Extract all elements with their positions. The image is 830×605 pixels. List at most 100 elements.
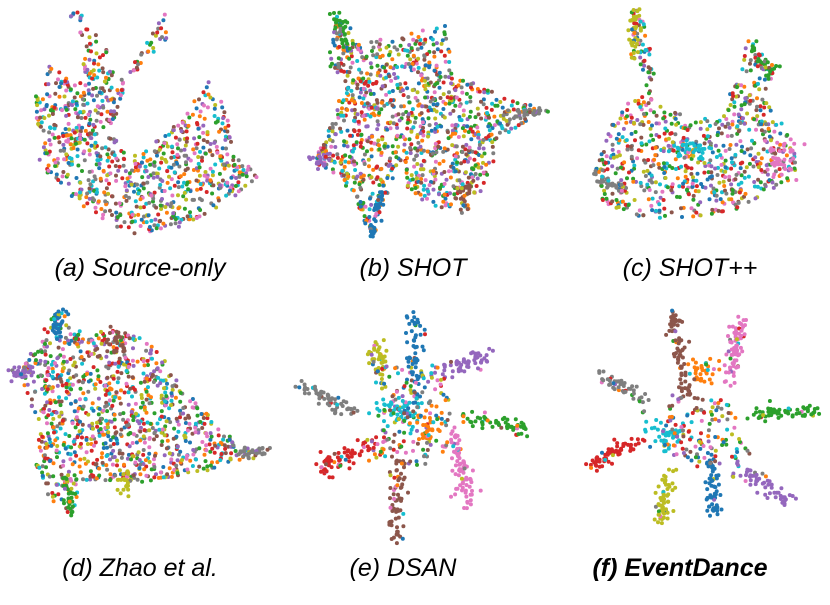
data-point xyxy=(46,492,50,497)
data-point xyxy=(181,411,186,416)
data-point xyxy=(94,39,99,44)
data-point xyxy=(442,115,447,120)
data-point xyxy=(57,94,62,99)
data-point xyxy=(401,112,406,117)
data-point xyxy=(394,155,399,160)
data-point xyxy=(182,153,187,158)
data-point xyxy=(646,197,651,202)
data-point xyxy=(332,451,337,456)
data-point xyxy=(349,407,354,412)
data-point xyxy=(102,79,107,84)
data-point xyxy=(463,490,468,495)
data-point xyxy=(683,174,688,179)
data-point xyxy=(405,48,410,53)
data-point xyxy=(56,178,61,182)
data-point xyxy=(669,188,674,193)
data-point xyxy=(470,409,475,414)
data-point xyxy=(759,156,764,161)
data-point xyxy=(58,426,63,431)
data-point xyxy=(12,373,17,378)
data-point xyxy=(382,435,386,440)
data-point xyxy=(73,399,78,404)
data-point xyxy=(468,95,473,100)
data-point xyxy=(185,214,190,219)
data-point xyxy=(635,37,640,42)
data-point xyxy=(757,76,762,81)
data-point xyxy=(463,170,468,175)
data-point xyxy=(108,478,113,483)
data-point xyxy=(486,160,491,165)
data-point xyxy=(203,459,208,464)
data-point xyxy=(228,185,233,190)
data-point xyxy=(457,462,462,467)
data-point xyxy=(134,411,138,416)
data-point xyxy=(651,163,656,168)
data-point xyxy=(50,374,55,379)
data-point xyxy=(75,91,80,96)
data-point xyxy=(99,341,104,346)
data-point xyxy=(713,143,718,148)
data-point xyxy=(38,373,43,378)
data-point xyxy=(426,379,431,384)
data-point xyxy=(98,90,102,95)
data-point xyxy=(68,142,73,147)
data-point xyxy=(418,167,423,172)
data-point xyxy=(103,199,108,204)
data-point xyxy=(774,162,779,166)
data-point xyxy=(146,385,150,390)
data-point xyxy=(364,54,369,59)
data-point xyxy=(126,487,131,492)
data-point xyxy=(83,128,88,133)
data-point xyxy=(605,167,610,172)
data-point xyxy=(72,409,77,414)
data-point xyxy=(620,135,625,140)
data-point xyxy=(22,383,27,388)
data-point xyxy=(461,470,466,475)
data-point xyxy=(118,96,123,101)
data-point xyxy=(644,142,649,147)
data-point xyxy=(355,408,360,413)
data-point xyxy=(194,146,199,151)
data-point xyxy=(395,133,400,138)
data-point xyxy=(161,151,166,156)
data-point xyxy=(648,178,653,183)
data-point xyxy=(341,98,346,103)
data-point xyxy=(171,125,176,129)
data-point xyxy=(57,70,62,75)
data-point xyxy=(90,401,95,406)
data-point xyxy=(36,122,41,126)
data-point xyxy=(151,175,156,180)
data-point xyxy=(459,362,464,367)
data-point xyxy=(433,146,438,151)
data-point xyxy=(96,374,101,379)
data-point xyxy=(181,194,186,199)
data-point xyxy=(327,137,332,142)
data-point xyxy=(456,83,461,88)
data-point xyxy=(185,428,190,433)
data-point xyxy=(104,454,109,458)
data-point xyxy=(404,170,409,175)
data-point xyxy=(635,118,640,122)
data-point xyxy=(51,461,56,466)
data-point xyxy=(617,153,622,158)
data-point xyxy=(413,365,418,370)
data-point xyxy=(374,80,379,84)
data-point xyxy=(93,140,98,145)
data-point xyxy=(146,363,150,367)
data-point xyxy=(638,122,643,127)
data-point xyxy=(599,152,604,157)
data-point xyxy=(202,173,207,178)
data-point xyxy=(180,458,184,462)
data-point xyxy=(666,136,671,141)
data-point xyxy=(465,416,470,421)
data-point xyxy=(392,45,397,50)
data-point xyxy=(647,46,652,51)
data-point xyxy=(138,197,143,202)
data-point xyxy=(405,356,409,361)
data-point xyxy=(89,448,94,453)
data-point xyxy=(58,377,63,382)
data-point xyxy=(154,205,159,210)
data-point xyxy=(142,405,147,410)
data-point xyxy=(368,229,373,234)
data-point xyxy=(747,127,752,132)
